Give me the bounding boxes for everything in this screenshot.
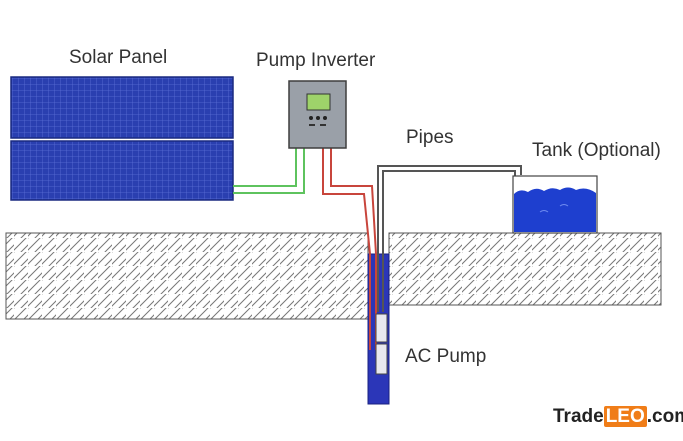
pipes-label: Pipes [406,127,454,148]
pump-body-upper [375,313,388,343]
tank-label: Tank (Optional) [532,140,661,161]
watermark-part-2: LEO [603,406,647,427]
inverter-button-1 [309,116,313,120]
pump-icon [375,313,388,375]
inverter-button-3 [323,116,327,120]
inverter-body [288,80,347,149]
tank-outline [512,175,598,234]
inverter-slot-2 [320,124,326,126]
red-wire [322,148,377,350]
pipe [377,165,522,312]
ground-right [388,232,662,306]
ground [5,232,662,320]
watermark-part-1: Trade [553,406,604,427]
watermark-part-3: .com [646,406,683,427]
pump-inverter-label: Pump Inverter [256,50,376,71]
tank-water [514,187,596,232]
solar-panel-label: Solar Panel [69,47,168,68]
solar-panel-lower [10,140,234,201]
solar-panel-icon [10,76,234,201]
inverter-button-2 [316,116,320,120]
inverter-icon [288,80,347,149]
tank-ripple [539,204,569,213]
ground-left [5,232,369,320]
pump-body-lower [375,343,388,375]
inverter-screen [306,93,331,111]
inverter-slot-1 [309,124,315,126]
green-wire [233,148,305,194]
tank-icon [512,175,598,234]
solar-panel-upper [10,76,234,139]
ac-pump-label: AC Pump [405,346,487,367]
